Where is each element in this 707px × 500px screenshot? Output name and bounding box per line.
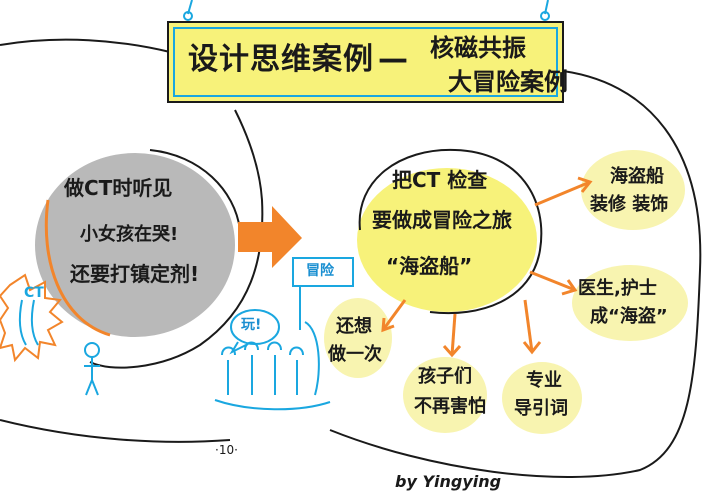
inner-curve-left: [89, 109, 264, 369]
branch-bottom-right-line1: 专业: [526, 370, 562, 391]
left-bubble-line2: 小女孩在哭!: [80, 224, 179, 245]
title-banner: [167, 0, 564, 103]
blob-right: [572, 265, 688, 341]
page-number: ·10·: [215, 443, 238, 457]
title-right-line1: 核磁共振: [430, 34, 526, 62]
left-bubble-ink-arc: [149, 149, 241, 231]
title-main: 设计思维案例: [188, 42, 374, 77]
center-yellow-blob: [357, 168, 537, 312]
center-line3: “海盗船”: [386, 254, 473, 278]
ct-burst-sketch: [0, 273, 100, 396]
flag-sign-label: 冒险: [306, 263, 334, 279]
orange-connectors: [381, 176, 593, 358]
center-line2: 要做成冒险之旅: [372, 208, 512, 232]
branch-left-line2: 做一次: [328, 344, 382, 365]
blob-bottom-right: [502, 362, 582, 434]
center-line1: 把CT 检查: [392, 168, 488, 192]
branch-left-line1: 还想: [336, 316, 372, 337]
outer-curve-top: [0, 38, 171, 53]
blob-bottom-mid: [403, 357, 487, 433]
title-dash: —: [378, 42, 409, 77]
big-orange-arrow: [238, 206, 302, 268]
left-bubble-line1: 做CT时听见: [64, 176, 173, 200]
branch-right-line2: 成“海盗”: [590, 306, 668, 327]
branch-top-right-line2: 装修 装饰: [590, 194, 669, 215]
branch-top-right-line1: 海盗船: [610, 166, 664, 187]
blob-left: [324, 298, 392, 378]
outer-curve-right: [329, 69, 702, 478]
author-signature: by Yingying: [395, 472, 502, 491]
title-right-line2: 大冒险案例: [448, 68, 568, 96]
ct-burst-label: CT: [24, 285, 44, 301]
bottom-curve: [0, 419, 231, 443]
left-bubble-line3: 还要打镇定剂!: [70, 262, 200, 286]
left-bubble-orange-arc: [44, 199, 111, 337]
happy-kids-sketch: [214, 257, 354, 411]
speech-bubble-label: 玩!: [241, 317, 262, 333]
branch-bottom-mid-line1: 孩子们: [418, 366, 472, 387]
center-blob-outline: [358, 148, 543, 315]
left-gray-bubble: [35, 153, 235, 337]
branch-bottom-mid-line2: 不再害怕: [414, 396, 486, 417]
branch-bottom-right-line2: 导引词: [514, 398, 568, 419]
blob-top-right: [581, 150, 685, 230]
branch-right-line1: 医生,护士: [578, 278, 657, 299]
